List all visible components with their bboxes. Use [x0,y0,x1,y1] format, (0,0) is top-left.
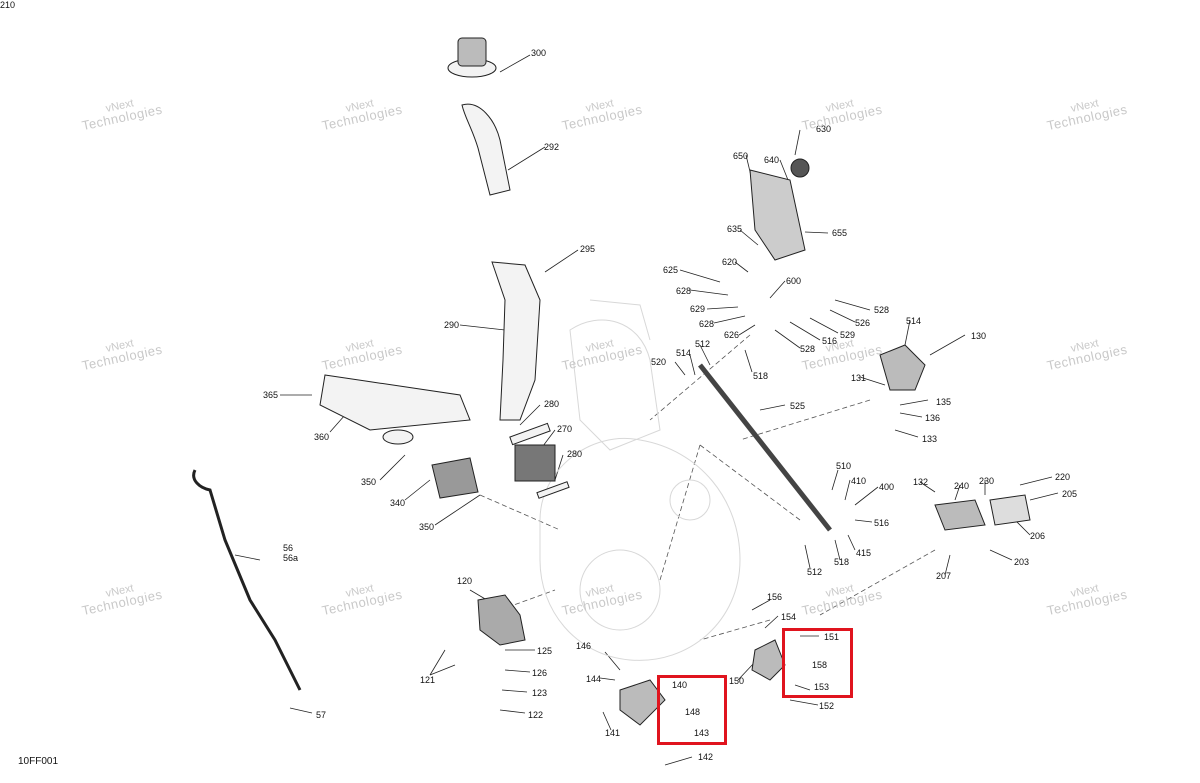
highlight-box-151-group [782,628,853,698]
callout-628: 628 [676,286,692,296]
callout-57: 57 [316,710,327,720]
callout-132: 132 [913,477,929,487]
callout-625: 625 [663,265,679,275]
callout-528: 528 [800,344,816,354]
callout-410: 410 [851,476,867,486]
callout-144: 144 [586,674,602,684]
callout-142: 142 [698,752,714,762]
callout-520: 520 [651,357,667,367]
callout-280: 280 [544,399,560,409]
callout-514: 514 [676,348,692,358]
callout-525: 525 [790,401,806,411]
callout-270: 270 [557,424,573,434]
callout-130: 130 [971,331,987,341]
callout-150: 150 [729,676,745,686]
highlight-box-140-group [657,675,727,745]
callout-120: 120 [457,576,473,586]
callout-143: 143 [694,728,710,738]
callout-146: 146 [576,641,592,651]
callout-210: 210 [0,0,16,10]
callout-240: 240 [954,481,970,491]
callout-151: 151 [824,632,840,642]
callout-125: 125 [537,646,553,656]
callout-292: 292 [544,142,560,152]
callout-300: 300 [531,48,547,58]
callout-529: 529 [840,330,856,340]
callout-126: 126 [532,668,548,678]
callout-640: 640 [764,155,780,165]
callout-131: 131 [851,373,867,383]
callout-152: 152 [819,701,835,711]
callout-133: 133 [922,434,938,444]
callout-528: 528 [874,305,890,315]
callout-205: 205 [1062,489,1078,499]
callout-154: 154 [781,612,797,622]
callout-650: 650 [733,151,749,161]
callout-206: 206 [1030,531,1046,541]
callout-340: 340 [390,498,406,508]
callout-628: 628 [699,319,715,329]
callout-280: 280 [567,449,583,459]
figure-code: 10FF001 [18,756,59,767]
callout-635: 635 [727,224,743,234]
callout-141: 141 [605,728,621,738]
callout-158: 158 [812,660,828,670]
callout-600: 600 [786,276,802,286]
callout-526: 526 [855,318,871,328]
callout-630: 630 [816,124,832,134]
callout-360: 360 [314,432,330,442]
callout-136: 136 [925,413,941,423]
callout-512: 512 [695,339,711,349]
callout-148: 148 [685,707,701,717]
callout-220: 220 [1055,472,1071,482]
callout-290: 290 [444,320,460,330]
callout-415: 415 [856,548,872,558]
callout-350: 350 [419,522,435,532]
callout-156: 156 [767,592,783,602]
callout-629: 629 [690,304,706,314]
callout-512: 512 [807,567,823,577]
callout-56: 56 [283,543,294,553]
callout-350: 350 [361,477,377,487]
callout-56a: 56a [283,553,299,563]
callout-140: 140 [672,680,688,690]
callout-620: 620 [722,257,738,267]
callout-516: 516 [822,336,838,346]
callout-207: 207 [936,571,952,581]
callout-203: 203 [1014,557,1030,567]
callout-122: 122 [528,710,544,720]
callout-626: 626 [724,330,740,340]
callout-400: 400 [879,482,895,492]
callout-518: 518 [753,371,769,381]
callout-514: 514 [906,316,922,326]
callout-295: 295 [580,244,596,254]
callout-365: 365 [263,390,279,400]
callout-123: 123 [532,688,548,698]
callout-121: 121 [420,675,436,685]
callout-135: 135 [936,397,952,407]
callout-655: 655 [832,228,848,238]
callout-230: 230 [979,476,995,486]
callout-153: 153 [814,682,830,692]
callout-518: 518 [834,557,850,567]
callout-516: 516 [874,518,890,528]
callout-510: 510 [836,461,852,471]
